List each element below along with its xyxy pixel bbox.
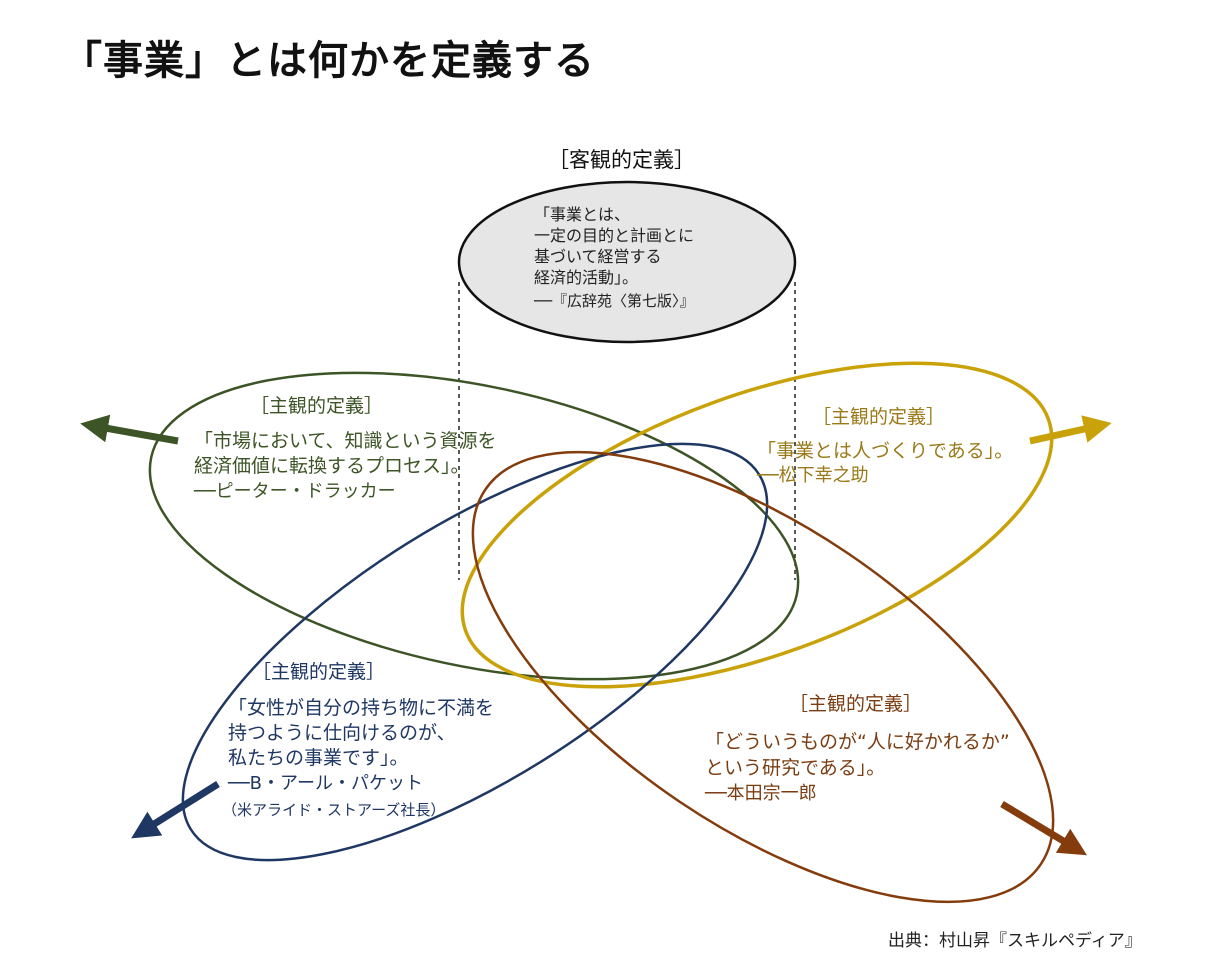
arrow-gold-icon [1029, 415, 1112, 445]
subjective-header-matsushita: ［主観的定義］ [812, 406, 946, 428]
matsushita-quote-line: 「事業とは人づくりである」。 [757, 440, 1014, 462]
subjective-header-honda: ［主観的定義］ [789, 693, 923, 715]
packet-attribution-title: （米アライド・ストアーズ社長） [222, 801, 446, 819]
source-credit: 出典：村山昇『スキルペディア』 [888, 931, 1142, 951]
drucker-attribution: ──ピーター・ドラッカー [194, 481, 396, 502]
packet-quote-line: 私たちの事業です」。 [228, 747, 409, 769]
honda-quote-line: 「どういうものが“人に好かれるか” [705, 731, 1010, 753]
objective-header: ［客観的定義］ [548, 148, 695, 172]
matsushita-attribution: ──松下幸之助 [757, 465, 869, 486]
ellipse-packet [181, 442, 769, 862]
packet-attribution: ──B・アール・パケット [228, 773, 423, 794]
subjective-header-drucker: ［主観的定義］ [250, 395, 384, 417]
ellipse-matsushita [460, 361, 1054, 689]
honda-quote-line: という研究である」。 [705, 757, 886, 779]
objective-quote-line: 「事業とは、 [534, 205, 631, 224]
packet-quote-line: 「女性が自分の持ち物に不満を [228, 697, 495, 719]
ellipse-honda [471, 450, 1055, 904]
page-title: 「事業」とは何かを定義する [62, 38, 595, 84]
objective-quote-line: 一定の目的と計画とに [534, 226, 695, 245]
arrow-green-icon [80, 414, 179, 445]
arrow-brown-icon [1000, 801, 1087, 856]
drucker-quote-line: 経済価値に転換するプロセス」。 [194, 455, 470, 477]
drucker-quote-line: 「市場において、知識という資源を [194, 430, 497, 452]
objective-source: ──『広辞苑〈第七版〉』 [534, 292, 695, 310]
arrow-navy-icon [131, 781, 220, 839]
ellipse-drucker [148, 371, 800, 681]
ellipse-objective [457, 180, 797, 344]
objective-quote-line: 基づいて経営する [534, 247, 662, 266]
honda-attribution: ──本田宗一郎 [705, 783, 817, 804]
objective-quote-line: 経済的活動」。 [534, 268, 639, 287]
packet-quote-line: 持つように仕向けるのが、 [228, 722, 456, 744]
subjective-header-packet: ［主観的定義］ [252, 661, 386, 683]
